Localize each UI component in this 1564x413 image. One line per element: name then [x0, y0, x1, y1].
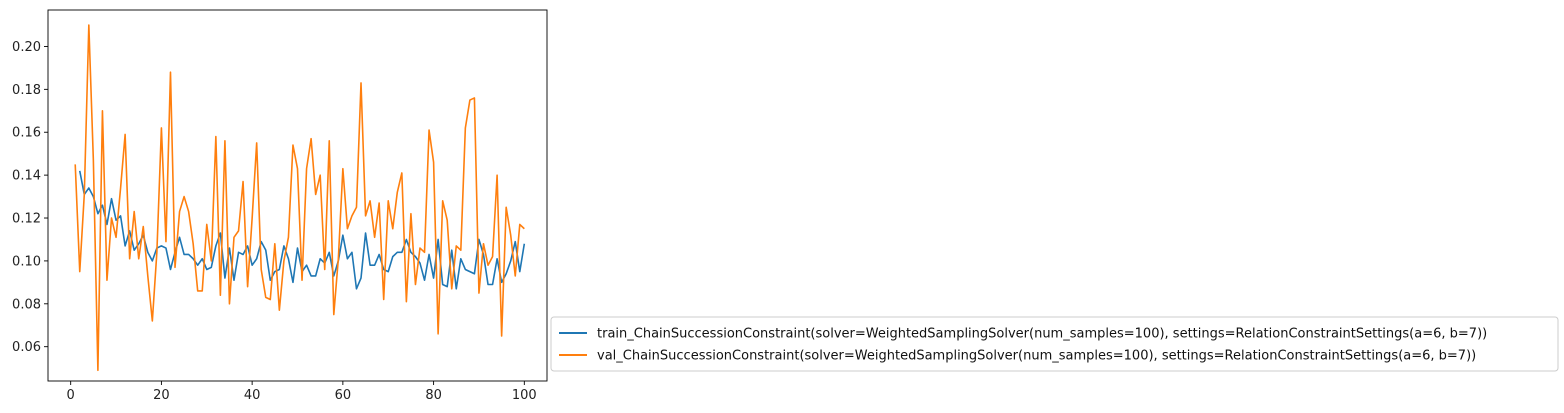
- legend-label: val_ChainSuccessionConstraint(solver=Wei…: [597, 349, 1476, 364]
- x-tick-label: 80: [425, 388, 442, 403]
- legend-label: train_ChainSuccessionConstraint(solver=W…: [597, 327, 1487, 342]
- x-tick-label: 20: [153, 388, 170, 403]
- x-tick-label: 100: [512, 388, 537, 403]
- plot-frame: [47, 9, 548, 382]
- y-tick-label: 0.10: [12, 254, 41, 269]
- axes: 0 20 40 60 80 100 0.06 0.08 0.10 0.12 0.14 0.16 0.18…: [12, 9, 548, 403]
- x-tick-label: 40: [244, 388, 261, 403]
- y-tick-label: 0.08: [12, 297, 41, 312]
- x-tick-label: 60: [335, 388, 352, 403]
- y-tick-label: 0.18: [12, 83, 41, 98]
- y-tick-label: 0.20: [12, 40, 41, 55]
- legend: train_ChainSuccessionConstraint(solver=W…: [550, 316, 1559, 372]
- y-tick-label: 0.06: [12, 340, 41, 355]
- series-line-val: [74, 24, 525, 372]
- y-tick-label: 0.14: [12, 169, 41, 184]
- x-tick-label: 0: [67, 388, 75, 403]
- plot-area: [74, 24, 526, 372]
- y-tick-label: 0.16: [12, 126, 41, 141]
- y-tick-label: 0.12: [12, 212, 41, 227]
- legend-box: [550, 316, 1559, 372]
